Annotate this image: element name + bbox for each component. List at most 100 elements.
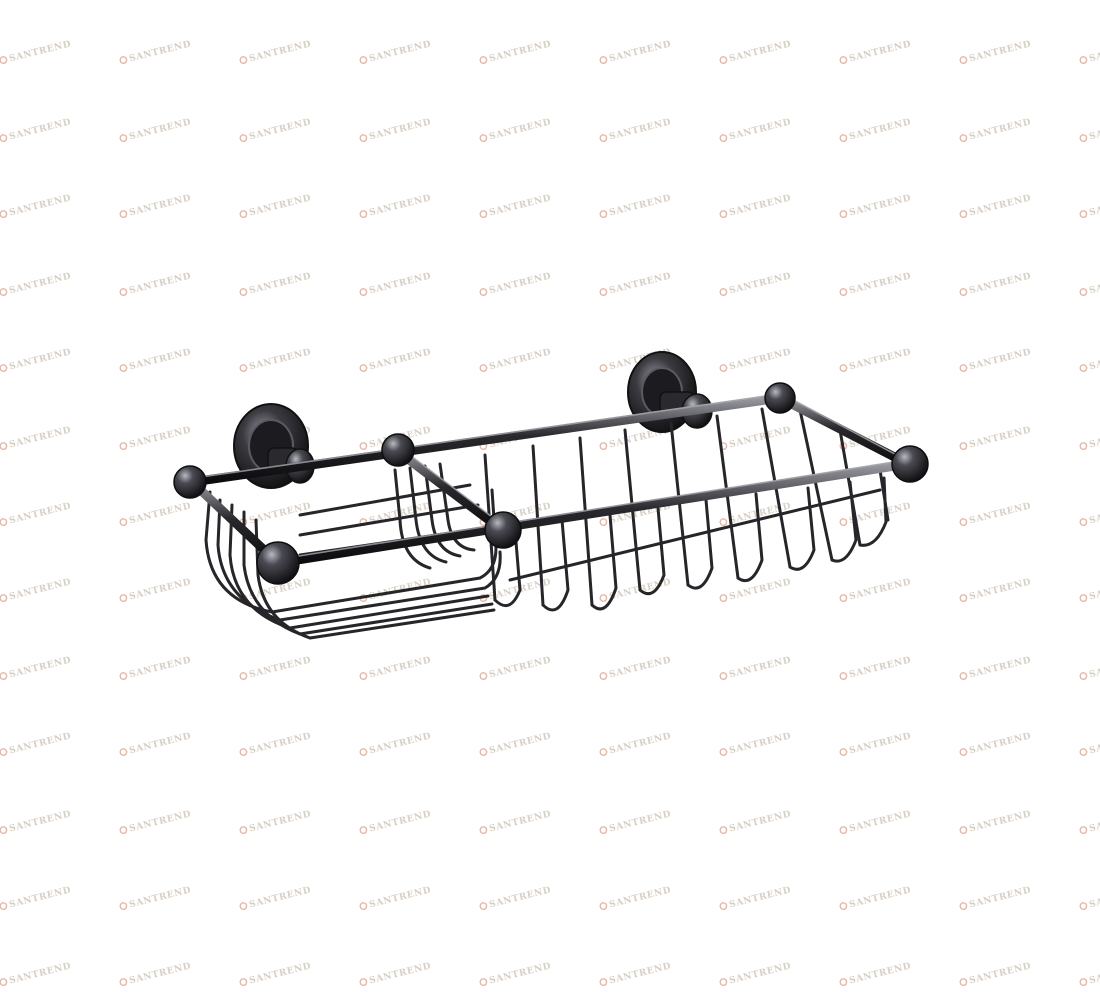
- watermark-logo: SANTREND: [479, 731, 552, 756]
- watermark-text: SANTREND: [128, 501, 192, 526]
- watermark-text: SANTREND: [8, 961, 72, 986]
- frame-rails-highlight: [193, 393, 907, 560]
- watermark-text: SANTREND: [248, 655, 312, 680]
- watermark-logo: SANTREND: [0, 809, 72, 834]
- watermark-text: SANTREND: [848, 193, 912, 218]
- watermark-text: SANTREND: [848, 271, 912, 296]
- watermark-logo: SANTREND: [239, 117, 312, 142]
- watermark-text: SANTREND: [968, 655, 1032, 680]
- watermark-logo: SANTREND: [1079, 655, 1100, 680]
- watermark-text: SANTREND: [128, 117, 192, 142]
- watermark-logo: SANTREND: [719, 193, 792, 218]
- small-compartment-wires: [204, 462, 502, 640]
- watermark-logo: SANTREND: [119, 271, 192, 296]
- watermark-logo: SANTREND: [839, 885, 912, 910]
- watermark-logo: SANTREND: [959, 577, 1032, 602]
- watermark-text: SANTREND: [728, 193, 792, 218]
- watermark-logo: SANTREND: [1079, 347, 1100, 372]
- watermark-logo: SANTREND: [719, 577, 792, 602]
- watermark-logo: SANTREND: [719, 731, 792, 756]
- watermark-logo: SANTREND: [959, 39, 1032, 64]
- watermark-text: SANTREND: [1088, 39, 1100, 64]
- watermark-logo: SANTREND: [119, 425, 192, 450]
- watermark-text: SANTREND: [1088, 425, 1100, 450]
- watermark-logo: SANTREND: [599, 961, 672, 986]
- watermark-text: SANTREND: [128, 577, 192, 602]
- watermark-text: SANTREND: [608, 809, 672, 834]
- watermark-text: SANTREND: [728, 885, 792, 910]
- watermark-logo: SANTREND: [839, 809, 912, 834]
- watermark-text: SANTREND: [728, 425, 792, 450]
- watermark-text: SANTREND: [368, 731, 432, 756]
- watermark-text: SANTREND: [608, 39, 672, 64]
- watermark-logo: SANTREND: [719, 655, 792, 680]
- watermark-logo: SANTREND: [239, 731, 312, 756]
- watermark-text: SANTREND: [8, 193, 72, 218]
- watermark-text: SANTREND: [128, 809, 192, 834]
- watermark-logo: SANTREND: [479, 193, 552, 218]
- watermark-text: SANTREND: [128, 347, 192, 372]
- watermark-logo: SANTREND: [239, 809, 312, 834]
- watermark-text: SANTREND: [488, 655, 552, 680]
- watermark-text: SANTREND: [968, 885, 1032, 910]
- watermark-logo: SANTREND: [0, 193, 72, 218]
- watermark-text: SANTREND: [968, 731, 1032, 756]
- watermark-pattern: SANTREND SANTREND SANTREND SANTREND SANTREND…: [0, 39, 1100, 986]
- watermark-logo: SANTREND: [959, 271, 1032, 296]
- watermark-logo: SANTREND: [0, 501, 72, 526]
- watermark-logo: SANTREND: [1079, 39, 1100, 64]
- watermark-logo: SANTREND: [119, 39, 192, 64]
- watermark-text: SANTREND: [728, 731, 792, 756]
- watermark-logo: SANTREND: [959, 501, 1032, 526]
- watermark-logo: SANTREND: [359, 193, 432, 218]
- frame-rails: [187, 393, 913, 568]
- watermark-logo: SANTREND: [0, 731, 72, 756]
- watermark-text: SANTREND: [1088, 731, 1100, 756]
- watermark-text: SANTREND: [848, 655, 912, 680]
- watermark-text: SANTREND: [368, 39, 432, 64]
- watermark-logo: SANTREND: [0, 425, 72, 450]
- watermark-text: SANTREND: [488, 271, 552, 296]
- watermark-logo: SANTREND: [479, 271, 552, 296]
- watermark-logo: SANTREND: [1079, 425, 1100, 450]
- watermark-text: SANTREND: [728, 809, 792, 834]
- watermark-text: SANTREND: [608, 961, 672, 986]
- watermark-text: SANTREND: [248, 961, 312, 986]
- watermark-logo: SANTREND: [599, 271, 672, 296]
- watermark-text: SANTREND: [248, 193, 312, 218]
- watermark-logo: SANTREND: [839, 271, 912, 296]
- watermark-text: SANTREND: [848, 961, 912, 986]
- watermark-logo: SANTREND: [119, 961, 192, 986]
- watermark-text: SANTREND: [968, 271, 1032, 296]
- watermark-text: SANTREND: [1088, 501, 1100, 526]
- watermark-text: SANTREND: [728, 39, 792, 64]
- watermark-logo: SANTREND: [959, 809, 1032, 834]
- watermark-text: SANTREND: [1088, 961, 1100, 986]
- watermark-text: SANTREND: [128, 193, 192, 218]
- watermark-logo: SANTREND: [479, 347, 552, 372]
- watermark-text: SANTREND: [968, 117, 1032, 142]
- watermark-text: SANTREND: [968, 577, 1032, 602]
- watermark-logo: SANTREND: [839, 731, 912, 756]
- watermark-logo: SANTREND: [599, 39, 672, 64]
- watermark-text: SANTREND: [728, 117, 792, 142]
- watermark-logo: SANTREND: [719, 425, 792, 450]
- watermark-logo: SANTREND: [839, 193, 912, 218]
- watermark-logo: SANTREND: [239, 271, 312, 296]
- watermark-text: SANTREND: [248, 731, 312, 756]
- watermark-text: SANTREND: [1088, 655, 1100, 680]
- watermark-logo: SANTREND: [479, 39, 552, 64]
- watermark-logo: SANTREND: [359, 347, 432, 372]
- watermark-logo: SANTREND: [479, 809, 552, 834]
- wall-mount-left: [233, 403, 315, 489]
- watermark-text: SANTREND: [128, 655, 192, 680]
- watermark-text: SANTREND: [248, 39, 312, 64]
- watermark-text: SANTREND: [8, 809, 72, 834]
- watermark-text: SANTREND: [8, 501, 72, 526]
- watermark-logo: SANTREND: [119, 347, 192, 372]
- watermark-logo: SANTREND: [1079, 271, 1100, 296]
- watermark-text: SANTREND: [488, 39, 552, 64]
- watermark-text: SANTREND: [848, 885, 912, 910]
- watermark-text: SANTREND: [248, 117, 312, 142]
